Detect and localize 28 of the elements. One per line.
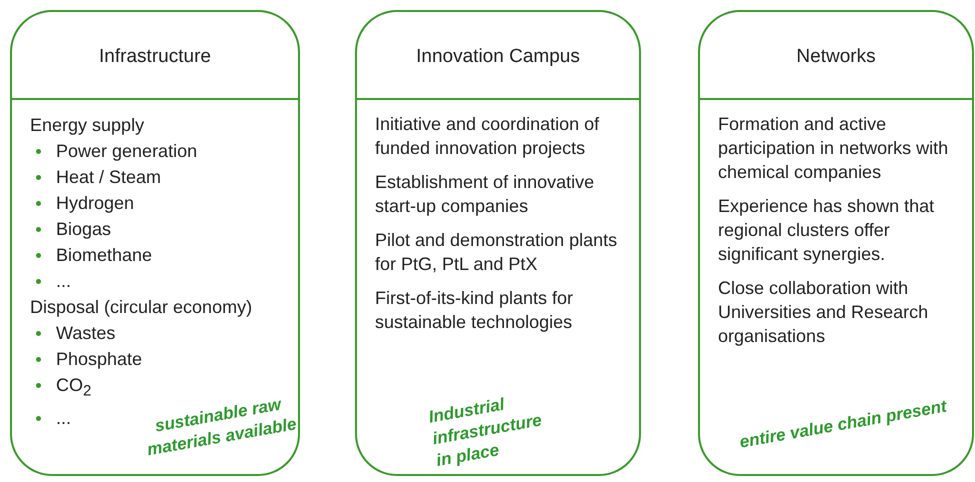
bullet-item: Heat / Steam: [30, 164, 162, 190]
body-text: Initiative and coordination of funded innovation projects: [375, 113, 600, 160]
body-text: First-of-its-kind plants for sustainable technologies: [375, 287, 574, 334]
bullet-item: Power generation: [30, 138, 198, 164]
body-text: Establishment of innovative start-up companies: [375, 171, 596, 218]
highlight-note: sustainable raw materials available: [144, 394, 299, 462]
list-heading: Disposal (circular economy): [30, 296, 252, 319]
rounded-panel: [355, 10, 641, 476]
body-text: Formation and active participation in networks with chemical companies: [718, 113, 950, 184]
rounded-panel: [10, 10, 300, 476]
panel-heading: Networks: [796, 46, 876, 68]
bullet-item: Biogas: [30, 216, 112, 242]
rounded-panel: [698, 10, 974, 476]
body-text: Pilot and demonstration plants for PtG, PtL and PtX: [375, 229, 618, 276]
bullet-item: Hydrogen: [30, 190, 134, 216]
bullet-item: Biomethane: [30, 242, 152, 268]
bullet-item: CO$_{2}$: [30, 372, 92, 405]
highlight-note: Industrial infrastructure in place: [427, 394, 544, 472]
highlight-note: entire value chain present: [738, 396, 950, 454]
bullet-item: Wastes: [30, 320, 116, 346]
body-text: Experience has shown that regional clusters offer significant synergies.: [718, 195, 936, 266]
list-heading: Energy supply: [30, 114, 144, 137]
bullet-item: Phosphate: [30, 346, 142, 372]
body-text: Close collaboration with Universities and Research organisations: [718, 277, 930, 348]
panel-heading: Infrastructure: [99, 46, 211, 68]
bullet-item: ...: [30, 268, 72, 294]
bullet-item: ...: [30, 404, 72, 431]
panel-heading: Innovation Campus: [416, 46, 580, 68]
